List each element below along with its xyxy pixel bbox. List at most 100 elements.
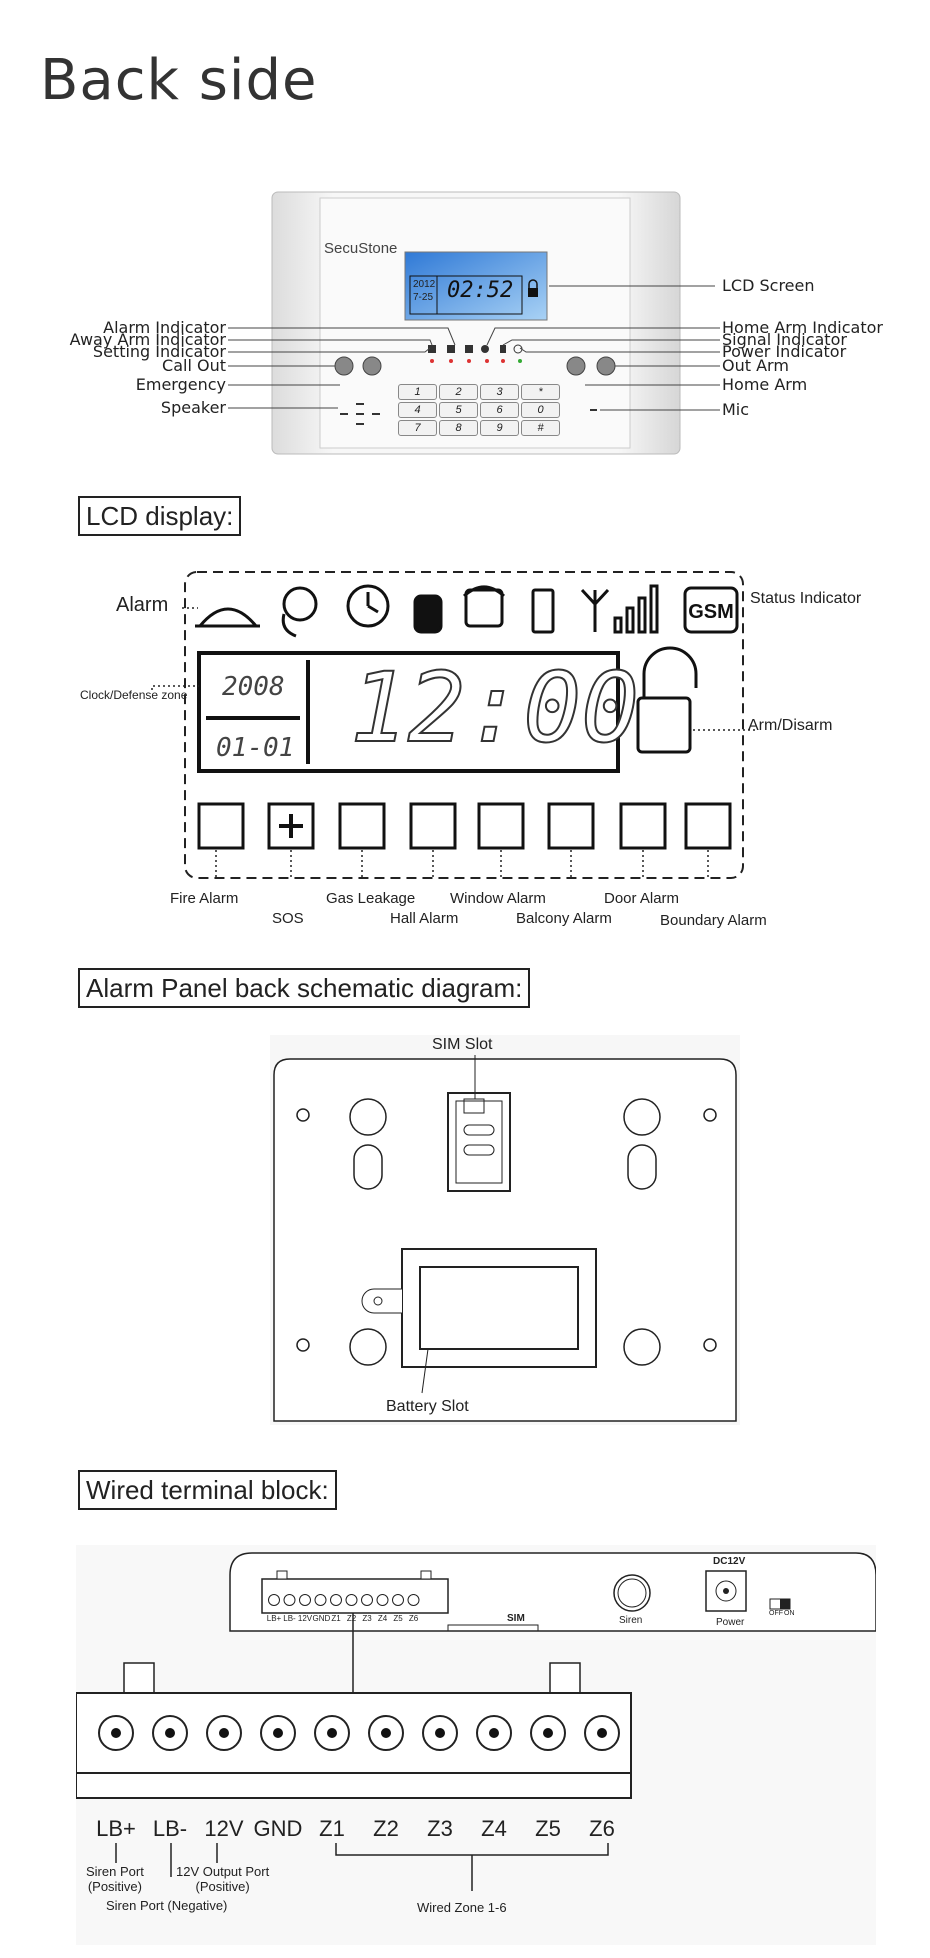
- label-wired-zone: Wired Zone 1-6: [417, 1900, 507, 1915]
- label-sim-slot: SIM Slot: [432, 1036, 493, 1053]
- small-terminal-label: 12V: [297, 1614, 313, 1623]
- small-terminal-label: LB-: [283, 1614, 296, 1623]
- label-siren-negative: Siren Port (Negative): [106, 1898, 228, 1913]
- label-out-arm: Out Arm: [722, 356, 789, 375]
- small-terminal-screw: [407, 1594, 420, 1606]
- label-siren: Siren: [619, 1615, 643, 1626]
- small-terminal-screw: [361, 1594, 373, 1606]
- small-terminal-screw: [345, 1594, 358, 1606]
- small-terminal-label: GND: [312, 1614, 331, 1623]
- keypad-key[interactable]: 2: [439, 384, 478, 400]
- small-terminal-screw: [330, 1594, 342, 1606]
- lcd-day: 7-25: [413, 292, 434, 303]
- small-terminal-screw: [268, 1594, 280, 1606]
- small-terminal-screw: [376, 1594, 389, 1606]
- keypad-key[interactable]: 0: [521, 402, 560, 418]
- label-alarm-indicator: Alarm Indicator: [103, 318, 226, 337]
- terminal-label: Z2: [373, 1816, 399, 1841]
- small-terminal-label: Z5: [393, 1614, 403, 1623]
- small-terminal-label: LB+: [266, 1614, 282, 1623]
- small-terminal-screw: [314, 1594, 327, 1606]
- label-emergency: Emergency: [135, 375, 226, 394]
- label-call-out: Call Out: [162, 356, 226, 375]
- label-battery-slot: Battery Slot: [386, 1398, 469, 1415]
- label-siren-positive: Siren Port (Positive): [86, 1864, 144, 1894]
- small-terminal-screw: [299, 1594, 311, 1606]
- label-power: Power: [716, 1617, 745, 1628]
- lcd-heading: LCD display:: [78, 496, 242, 536]
- keypad-key[interactable]: 9: [480, 420, 519, 436]
- schematic-heading: Alarm Panel back schematic diagram:: [78, 968, 531, 1008]
- terminal-screw: [368, 1715, 404, 1751]
- terminal-label: LB-: [152, 1816, 188, 1841]
- lcd-diagram: GSM: [151, 571, 755, 880]
- terminal-label: Z4: [481, 1816, 507, 1841]
- back-schematic: [270, 1035, 740, 1425]
- terminal-label: LB+: [96, 1816, 136, 1841]
- terminal-label: Z1: [319, 1816, 345, 1841]
- small-terminal-label: Z4: [377, 1614, 388, 1623]
- small-terminal-screw: [392, 1594, 404, 1606]
- lcd-time: 02:52: [447, 278, 514, 303]
- terminal-screw: [206, 1715, 242, 1751]
- keypad-key[interactable]: 4: [398, 402, 437, 418]
- label-lcd-screen: LCD Screen: [722, 276, 815, 295]
- label-home-arm-indicator: Home Arm Indicator: [722, 318, 883, 337]
- label-setting-indicator: Setting Indicator: [92, 342, 226, 361]
- keypad-key[interactable]: 6: [480, 402, 519, 418]
- label-signal-indicator: Signal Indicator: [722, 330, 847, 349]
- keypad-key[interactable]: 3: [480, 384, 519, 400]
- small-terminal-screw: [283, 1594, 296, 1606]
- label-off: OFF: [769, 1610, 783, 1617]
- label-balcony-alarm: Balcony Alarm: [516, 910, 612, 927]
- terminal-screw: [314, 1715, 350, 1751]
- page-title: Back side: [40, 48, 318, 113]
- terminal-heading: Wired terminal block:: [78, 1470, 337, 1510]
- label-home-arm: Home Arm: [722, 375, 808, 394]
- label-door-alarm: Door Alarm: [604, 890, 680, 907]
- lcd-year-display: 2008: [222, 672, 285, 702]
- keypad-key[interactable]: 7: [398, 420, 437, 436]
- small-terminal-label: Z3: [362, 1614, 372, 1623]
- terminal-label: 12V: [204, 1816, 244, 1841]
- keypad-key[interactable]: #: [521, 420, 560, 436]
- label-clock-defense: Clock/Defense zone: [80, 688, 188, 702]
- label-dc12v: DC12V: [713, 1556, 746, 1567]
- label-status-indicator: Status Indicator: [750, 590, 862, 607]
- terminal-screw: [584, 1715, 620, 1751]
- terminal-screw: [530, 1715, 566, 1751]
- terminal-screw: [98, 1715, 134, 1751]
- lcd-time-display: 12:00: [349, 652, 640, 764]
- terminal-label: GND: [253, 1816, 303, 1841]
- keypad-key[interactable]: 5: [439, 402, 478, 418]
- terminal-label: Z6: [589, 1816, 615, 1841]
- label-12v-output: 12V Output Port (Positive): [176, 1864, 270, 1894]
- small-terminal-label: Z1: [331, 1614, 341, 1623]
- terminal-label: Z3: [427, 1816, 453, 1841]
- label-power-indicator: Power Indicator: [722, 342, 847, 361]
- label-arm-disarm: Arm/Disarm: [748, 717, 833, 734]
- label-window-alarm: Window Alarm: [450, 890, 546, 907]
- label-hall-alarm: Hall Alarm: [390, 910, 459, 927]
- keypad-key[interactable]: *: [521, 384, 560, 400]
- brand-logo: SecuStone: [324, 240, 398, 257]
- device-front: [228, 191, 720, 455]
- terminal-screw: [152, 1715, 188, 1751]
- label-away-arm-indicator: Away Arm Indicator: [69, 330, 226, 349]
- lcd-year: 2012: [413, 279, 436, 290]
- label-fire-alarm: Fire Alarm: [170, 890, 239, 907]
- terminal-screw: [260, 1715, 296, 1751]
- label-alarm: Alarm: [116, 594, 169, 616]
- label-speaker: Speaker: [160, 398, 226, 417]
- label-gas-leakage: Gas Leakage: [326, 890, 416, 907]
- lcd-date-display: 01-01: [216, 733, 295, 763]
- small-terminal-label: Z6: [408, 1614, 419, 1623]
- label-sim: SIM: [507, 1613, 525, 1624]
- label-boundary-alarm: Boundary Alarm: [660, 912, 767, 929]
- keypad-key[interactable]: 1: [398, 384, 437, 400]
- svg-text:GSM: GSM: [688, 601, 734, 623]
- keypad-key[interactable]: 8: [439, 420, 478, 436]
- label-on: ON: [784, 1610, 795, 1617]
- terminal-label: Z5: [535, 1816, 561, 1841]
